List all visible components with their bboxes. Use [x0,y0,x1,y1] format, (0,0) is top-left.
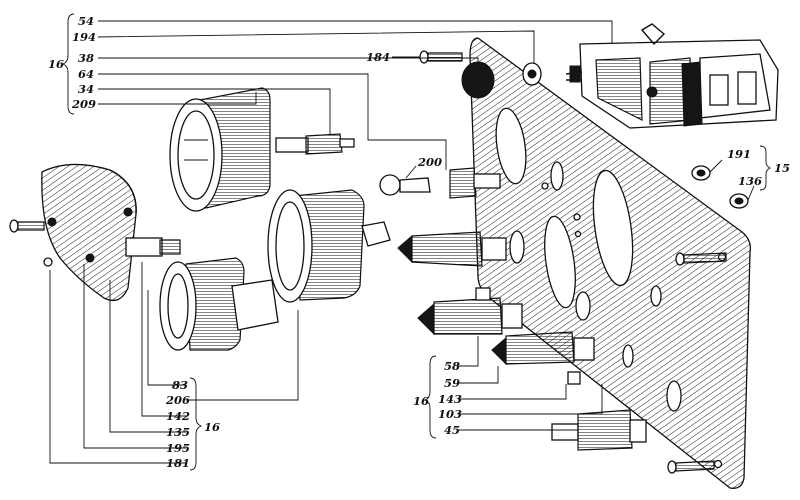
label-group-bottom-left: 83 206 142 135 195 181 16 [165,377,220,471]
nut-136 [729,193,749,209]
label-45: 45 [444,423,460,437]
label-135: 135 [166,425,190,439]
label-54: 54 [78,14,94,28]
bracket-bottom-left [189,377,203,471]
cover-plate [9,163,181,302]
leader-lines [49,20,755,464]
bracket-number-upper-left: 16 [48,57,64,71]
label-181: 181 [166,456,190,470]
mounting-panel [469,37,751,489]
panel-screw-upper [675,252,727,266]
bracket-number-bottom-mid: 16 [413,394,429,408]
label-group-bottom-mid: 58 59 143 103 45 16 [413,355,462,439]
label-195: 195 [166,441,190,455]
indicator-lamp-58 [417,287,523,336]
label-64: 64 [78,67,94,81]
indicator-lamp-59 [491,331,595,385]
label-group-right: 191 136 15 [727,145,790,191]
label-206: 206 [165,393,190,407]
label-136: 136 [738,174,762,188]
panel-screw-lower [667,460,715,474]
gauge-large [169,87,355,212]
label-209: 209 [71,97,96,111]
switch-block [565,23,779,129]
gauge-medium [267,189,391,303]
bracket-number-bottom-left: 16 [204,420,220,434]
lamp-200 [379,167,501,199]
label-58: 58 [444,359,460,373]
screw-184 [419,50,463,64]
bracket-right [759,145,772,191]
bracket-bottom-mid [423,355,437,439]
label-194: 194 [72,30,96,44]
label-200: 200 [417,155,442,169]
label-184: 184 [366,50,390,64]
bracket-upper-left [61,13,75,115]
label-83: 83 [172,378,188,392]
gauge-small [159,257,279,351]
label-38: 38 [78,51,94,65]
indicator-lamp-upper [397,231,507,267]
label-142: 142 [166,409,190,423]
switch-45 [551,409,647,451]
label-59: 59 [444,376,460,390]
nut-191 [691,165,711,181]
bracket-number-right: 15 [774,161,790,175]
switch-knob [461,61,542,99]
label-191: 191 [727,147,751,161]
label-143: 143 [438,392,462,406]
label-34: 34 [78,82,94,96]
label-103: 103 [438,407,462,421]
label-group-upper-left: 54 194 38 64 34 209 16 [48,13,96,115]
